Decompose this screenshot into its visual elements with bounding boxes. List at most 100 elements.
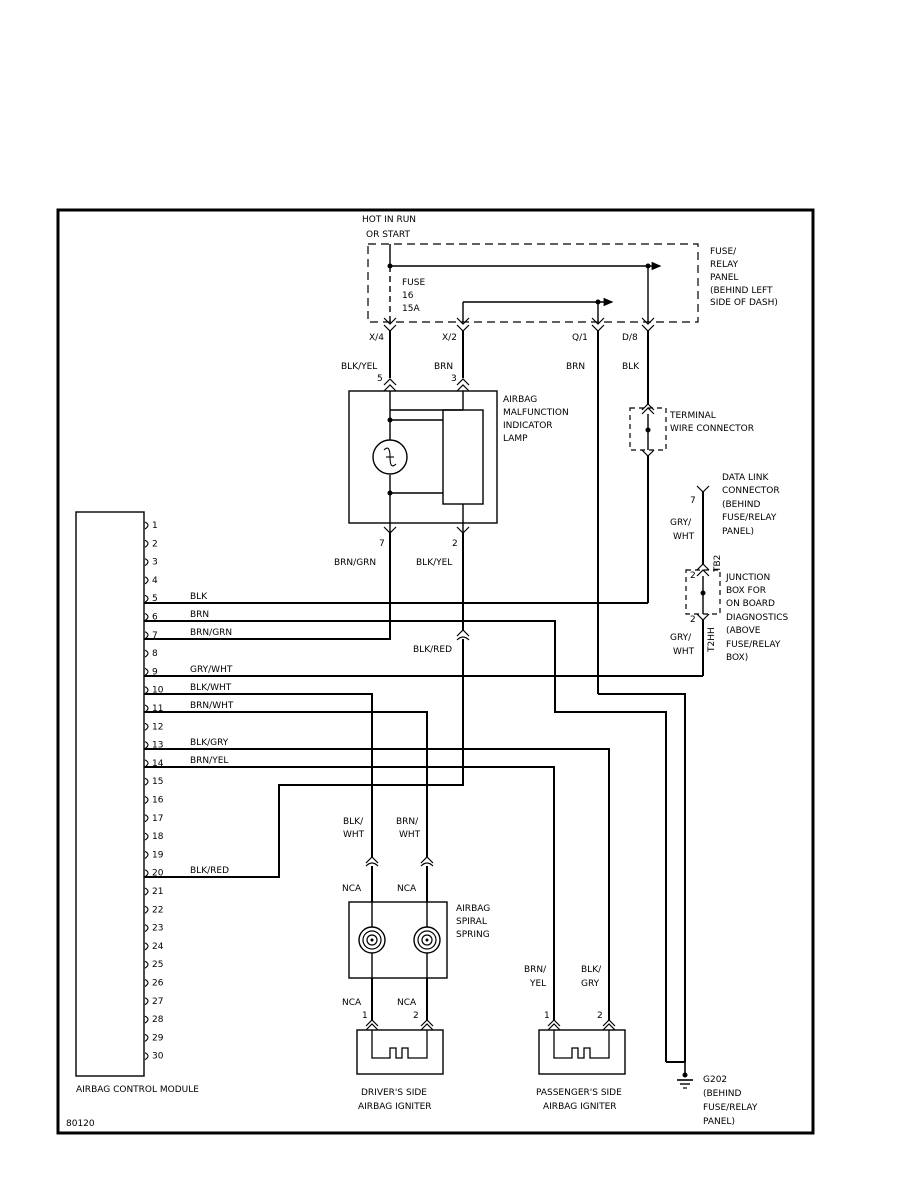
pin-label-2-lamp: 2 [452, 539, 458, 549]
module-pin-list: 1234567891011121314151617181920212223242… [144, 521, 164, 1062]
airbag-control-module: AIRBAG CONTROL MODULE [75, 511, 199, 1095]
pass-label-2: AIRBAG IGNITER [543, 1102, 617, 1112]
module-pin-number: 16 [152, 796, 164, 806]
wire-label-brn-grn: BRN/GRN [334, 558, 376, 568]
module-pin-number: 1 [152, 521, 158, 531]
spiral-coil-icon [413, 926, 441, 954]
fuse-label-3: 15A [402, 304, 420, 314]
wire-label-blk-d8: BLK [622, 362, 640, 372]
module-pin-connector [144, 722, 149, 731]
module-pin-number: 14 [152, 759, 164, 769]
module-pin-connector [144, 869, 149, 878]
jb-code-bottom: T2HH [707, 627, 717, 653]
wire-blk-gry-13: BLK/GRY [190, 738, 229, 748]
dlc-label-2: CONNECTOR [722, 486, 780, 496]
ground-g202: G202 (BEHIND FUSE/RELAY PANEL) [666, 1061, 758, 1127]
dlc-wire-2: WHT [673, 532, 695, 542]
module-pin-number: 22 [152, 905, 163, 915]
module-pin-number: 3 [152, 558, 158, 568]
module-pin-number: 20 [152, 869, 164, 879]
pass-wire-right-2: GRY [581, 979, 600, 989]
ground-label-3: FUSE/RELAY [703, 1103, 758, 1113]
ground-icon [677, 1079, 693, 1089]
fuse-label-1: FUSE [402, 278, 425, 288]
bulb-icon [372, 439, 408, 475]
panel-label-5: SIDE OF DASH) [710, 298, 778, 308]
lamp-label-2: MALFUNCTION [503, 408, 569, 418]
module-pin-connector [144, 850, 149, 859]
fuse-label-2: 16 [402, 291, 414, 301]
dlc-label-5: PANEL) [722, 527, 754, 537]
fuse-relay-panel: HOT IN RUN OR START FUSE 16 15A FUSE/ RE… [362, 215, 778, 343]
dlc-label-1: DATA LINK [722, 473, 769, 483]
module-pin-number: 19 [152, 850, 164, 860]
pass-pin-1: 1 [544, 1011, 550, 1021]
wire-label-blk-yel-bottom: BLK/YEL [416, 558, 452, 568]
spiral-label-2: SPIRAL [456, 917, 487, 927]
module-pin-connector [144, 613, 149, 621]
wire-brn-wht-11: BRN/WHT [190, 701, 234, 711]
pin-q1: Q/1 [572, 333, 588, 343]
module-pin-number: 24 [152, 942, 164, 952]
driver-pin-2: 2 [413, 1011, 419, 1021]
module-pin-number: 7 [152, 631, 158, 641]
pin-label-3: 3 [451, 374, 457, 384]
jb-label-3: ON BOARD [726, 599, 775, 609]
module-pin-connector [144, 759, 149, 768]
panel-label-3: PANEL [710, 273, 738, 283]
terminal-label-1: TERMINAL [669, 411, 716, 421]
wire-brn-6: BRN [190, 610, 209, 620]
pass-wire-left-1: BRN/ [524, 965, 547, 975]
pin-x2: X/2 [442, 333, 457, 343]
lamp-label-4: LAMP [503, 434, 528, 444]
module-pin-connector [144, 796, 149, 804]
module-pin-connector [144, 686, 149, 695]
module-pin-connector [144, 777, 149, 786]
pass-wire-left-2: YEL [529, 979, 546, 989]
module-pin-number: 30 [152, 1052, 164, 1062]
spiral-coil-icon [358, 926, 386, 954]
jb-wire-2: WHT [673, 647, 695, 657]
spiral-wire-left-1: BLK/ [343, 817, 364, 827]
wire-label-brn-q1: BRN [566, 362, 585, 372]
ground-label-1: G202 [703, 1075, 727, 1085]
jb-label-7: BOX) [726, 653, 748, 663]
module-pin-number: 25 [152, 960, 163, 970]
jb-label-4: DIAGNOSTICS [726, 613, 789, 623]
ground-label-4: PANEL) [703, 1117, 735, 1127]
module-pin-connector [144, 832, 149, 841]
module-pin-number: 21 [152, 887, 163, 897]
driver-label-2: AIRBAG IGNITER [358, 1102, 432, 1112]
module-pin-connector [144, 924, 149, 933]
wire-gry-wht-9: GRY/WHT [190, 665, 233, 675]
module-pin-connector [144, 741, 149, 750]
jb-label-1: JUNCTION [725, 573, 770, 583]
airbag-spiral-spring: AIRBAG SPIRAL SPRING [348, 901, 490, 979]
module-pin-connector [144, 905, 149, 914]
wire-blk-wht-10: BLK/WHT [190, 683, 232, 693]
fuse-panel-box [367, 243, 699, 323]
wire-label-blk-red-mid: BLK/RED [413, 645, 452, 655]
spiral-wire-right-2: WHT [399, 830, 421, 840]
driver-airbag-igniter [356, 1029, 444, 1075]
module-pin-number: 6 [152, 613, 158, 623]
jb-code-top: TB2 [713, 555, 723, 573]
nca-label-1: NCA [342, 884, 362, 894]
module-pin-number: 28 [152, 1015, 164, 1025]
junction-box-obd: 2 2 TB2 T2HH JUNCTION BOX FOR ON BOARD D… [670, 555, 789, 663]
module-pin-connector [144, 814, 149, 823]
panel-label-1: FUSE/ [710, 247, 737, 257]
jb-wire-1: GRY/ [670, 633, 692, 643]
data-link-connector: 7 DATA LINK CONNECTOR (BEHIND FUSE/RELAY… [670, 473, 780, 564]
module-pin-connector [144, 942, 149, 951]
jb-label-5: (ABOVE [726, 626, 761, 636]
airbag-malfunction-indicator-lamp: AIRBAG MALFUNCTION INDICATOR LAMP [348, 390, 569, 524]
module-pin-number: 10 [152, 686, 164, 696]
module-pin-connector [144, 649, 149, 658]
pass-wire-right-1: BLK/ [581, 965, 602, 975]
module-pin-connector [144, 539, 149, 548]
module-pin-number: 18 [152, 832, 164, 842]
wire-brn-grn-7: BRN/GRN [190, 628, 232, 638]
module-pin-number: 17 [152, 814, 163, 824]
